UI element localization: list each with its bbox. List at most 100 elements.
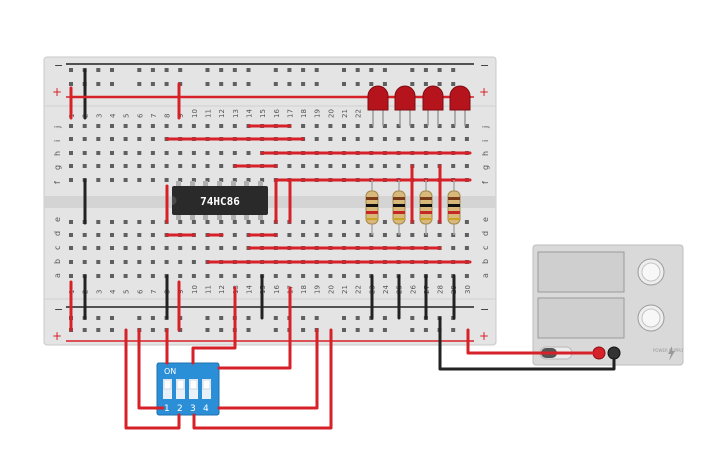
breadboard-hole xyxy=(287,274,292,278)
psu-negative-terminal[interactable] xyxy=(607,346,621,360)
breadboard-hole xyxy=(423,137,428,141)
row-letter: a xyxy=(481,273,490,278)
wire-dip1-b xyxy=(124,328,181,430)
row-letter: j xyxy=(53,126,62,129)
breadboard-hole xyxy=(69,220,73,224)
column-number: 17 xyxy=(286,109,294,118)
rail-minus-label-top-left: − xyxy=(54,59,63,72)
column-number: 20 xyxy=(327,109,335,118)
breadboard-hole xyxy=(205,316,210,320)
breadboard-hole xyxy=(137,220,142,224)
breadboard-hole xyxy=(410,233,415,237)
column-number: 13 xyxy=(232,109,240,118)
breadboard-hole xyxy=(287,233,292,237)
row-letter: d xyxy=(53,231,62,236)
column-number: 3 xyxy=(95,290,103,294)
breadboard-hole xyxy=(205,82,210,86)
column-number: 5 xyxy=(123,114,131,118)
breadboard-hole xyxy=(110,124,114,128)
breadboard-hole xyxy=(178,151,183,155)
breadboard-hole xyxy=(82,260,87,264)
led-2 xyxy=(394,85,416,126)
breadboard-hole xyxy=(273,274,278,278)
breadboard-hole xyxy=(328,137,333,141)
ic-chip[interactable]: 74HC86 xyxy=(172,181,268,220)
breadboard-hole xyxy=(150,233,155,237)
row-letter: f xyxy=(481,181,490,184)
row-letter: g xyxy=(53,165,62,170)
breadboard-hole xyxy=(137,246,142,250)
breadboard-hole xyxy=(273,82,278,86)
breadboard-hole xyxy=(150,124,155,128)
dip-position-label: 1 xyxy=(164,404,170,414)
breadboard-hole xyxy=(191,178,196,182)
breadboard-hole xyxy=(219,274,224,278)
row-letters-top-left: j i h g f xyxy=(53,126,62,184)
breadboard-hole xyxy=(301,328,306,332)
breadboard-hole xyxy=(355,124,360,128)
breadboard-hole xyxy=(232,178,237,182)
breadboard-hole xyxy=(123,274,128,278)
breadboard-hole xyxy=(355,316,360,320)
breadboard-hole xyxy=(232,151,237,155)
column-number: 26 xyxy=(409,285,417,294)
led-3 xyxy=(422,85,444,126)
breadboard-hole xyxy=(342,164,346,168)
breadboard-hole xyxy=(451,328,456,332)
breadboard-hole xyxy=(464,220,469,224)
breadboard-hole xyxy=(137,316,142,320)
breadboard-hole xyxy=(110,246,114,250)
breadboard-hole xyxy=(96,151,101,155)
breadboard-hole xyxy=(423,68,428,72)
breadboard-hole xyxy=(219,124,224,128)
breadboard-hole xyxy=(382,233,387,237)
column-number: 12 xyxy=(218,285,226,294)
breadboard-hole xyxy=(464,137,469,141)
row-letter: h xyxy=(481,151,490,156)
row-letter: i xyxy=(53,140,62,142)
breadboard-hole xyxy=(355,68,360,72)
breadboard-hole xyxy=(464,233,469,237)
breadboard-hole xyxy=(191,164,196,168)
led-4 xyxy=(449,85,471,126)
column-number: 14 xyxy=(246,109,254,118)
psu-cables xyxy=(438,316,616,371)
column-number: 22 xyxy=(355,285,363,294)
dip-switch[interactable]: ON 1 2 3 4 xyxy=(156,362,220,416)
breadboard-hole xyxy=(137,164,142,168)
breadboard-hole xyxy=(96,260,101,264)
breadboard-hole xyxy=(273,316,278,320)
breadboard-hole xyxy=(342,274,346,278)
led-row xyxy=(367,85,471,126)
breadboard-hole xyxy=(232,82,237,86)
breadboard-hole xyxy=(150,260,155,264)
breadboard-hole xyxy=(328,220,333,224)
breadboard-hole xyxy=(246,274,251,278)
breadboard-hole xyxy=(314,220,319,224)
breadboard-hole xyxy=(382,137,387,141)
column-number: 14 xyxy=(246,285,254,294)
breadboard-hole xyxy=(178,164,183,168)
breadboard-hole xyxy=(150,178,155,182)
breadboard-hole xyxy=(69,260,73,264)
breadboard-hole xyxy=(260,220,265,224)
column-number: 22 xyxy=(355,109,363,118)
column-number: 18 xyxy=(300,285,308,294)
breadboard-hole xyxy=(123,246,128,250)
breadboard-hole xyxy=(451,82,456,86)
breadboard-hole xyxy=(96,220,101,224)
column-number: 10 xyxy=(191,285,199,294)
psu-positive-terminal[interactable] xyxy=(592,346,606,360)
breadboard-hole xyxy=(369,82,374,86)
row-letter: e xyxy=(481,217,490,222)
breadboard-hole xyxy=(96,274,101,278)
breadboard-hole xyxy=(82,246,87,250)
breadboard-hole xyxy=(437,82,442,86)
breadboard-hole xyxy=(232,68,237,72)
breadboard-hole xyxy=(137,68,142,72)
breadboard-hole xyxy=(423,82,428,86)
breadboard-hole xyxy=(205,328,210,332)
breadboard-hole xyxy=(246,178,251,182)
breadboard-hole xyxy=(382,82,387,86)
power-supply[interactable]: POWER SUPPLY xyxy=(532,244,684,366)
